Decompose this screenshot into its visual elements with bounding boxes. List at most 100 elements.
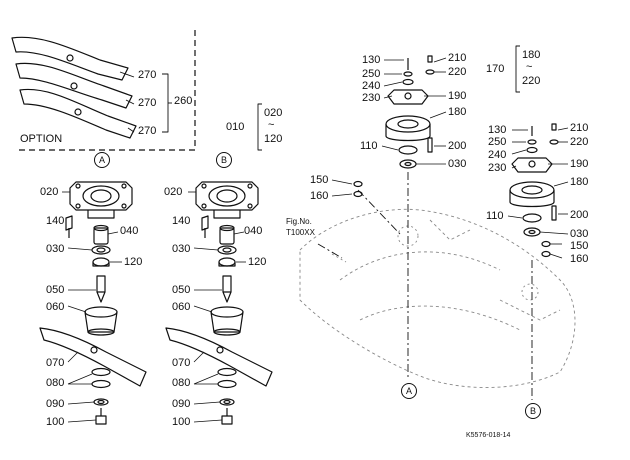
option-leaders — [119, 71, 172, 133]
upper-code-250: 250 — [362, 68, 381, 80]
option-blade-2 — [15, 62, 133, 109]
right-assembly-stack — [511, 123, 559, 173]
detail-a-bolt-140 — [65, 215, 73, 238]
right-code-200: 200 — [570, 209, 589, 221]
detail-b-cup-060 — [210, 306, 244, 336]
right-code-250: 250 — [488, 136, 507, 148]
range-010-from: 020 — [264, 107, 283, 119]
range-170-from: 180 — [522, 49, 541, 61]
option-set-code: 260 — [174, 95, 193, 107]
detail-a-code-120: 120 — [124, 256, 143, 268]
deck-nut-leaders — [331, 179, 353, 197]
detail-a-code-030: 030 — [46, 243, 65, 255]
upper-assembly-bearing-030 — [398, 145, 418, 169]
right-code-180: 180 — [570, 176, 589, 188]
option-blade-1 — [11, 36, 129, 81]
fig-no-label: Fig.No. — [286, 217, 312, 226]
detail-b-code-040: 040 — [244, 225, 263, 237]
detail-a-washer-090 — [93, 398, 109, 406]
detail-b-code-140: 140 — [172, 215, 191, 227]
range-brackets — [257, 45, 520, 151]
right-assembly-leaders — [507, 127, 569, 259]
right-code-030: 030 — [570, 228, 589, 240]
detail-b-washer-090 — [219, 398, 235, 406]
mower-deck-outline — [299, 208, 576, 388]
right-assembly-bolt-200 — [551, 205, 557, 221]
detail-a-bearing-030 — [91, 245, 111, 255]
deck-nuts-150-160 — [353, 180, 363, 198]
detail-b-bolt-100 — [221, 408, 233, 425]
detail-b-marker: B — [216, 152, 232, 168]
detail-b-code-070: 070 — [172, 357, 191, 369]
right-code-240: 240 — [488, 149, 507, 161]
range-170-code: 170 — [486, 63, 505, 75]
upper-code-240: 240 — [362, 80, 381, 92]
option-blade-code-1: 270 — [138, 69, 157, 81]
detail-a-blade-070 — [39, 327, 147, 387]
detail-a-cup-060 — [84, 306, 118, 336]
option-blade-code-2: 270 — [138, 97, 157, 109]
option-blade-code-3: 270 — [138, 125, 157, 137]
detail-a-code-020: 020 — [40, 186, 59, 198]
detail-b-code-080: 080 — [172, 377, 191, 389]
detail-a-code-050: 050 — [46, 284, 65, 296]
detail-b-spindle-050 — [222, 275, 232, 303]
right-code-160: 160 — [570, 253, 589, 265]
right-code-190: 190 — [570, 158, 589, 170]
detail-a-leaders — [62, 191, 122, 423]
detail-b-collar-040 — [219, 224, 235, 245]
detail-a-spindle-050 — [96, 275, 106, 303]
detail-b-leaders — [188, 191, 246, 423]
upper-code-110: 110 — [360, 140, 378, 152]
range-010-tilde: ~ — [268, 119, 275, 131]
upper-code-220: 220 — [448, 66, 467, 78]
detail-a-washers-080 — [91, 367, 111, 389]
detail-a-collar-040 — [93, 224, 109, 245]
deck-marker-b: B — [525, 403, 541, 419]
upper-code-210: 210 — [448, 52, 467, 64]
option-box — [18, 30, 196, 151]
range-170-to: 220 — [522, 75, 541, 87]
detail-a-code-070: 070 — [46, 357, 65, 369]
right-code-230: 230 — [488, 162, 507, 174]
range-170-tilde: ~ — [526, 61, 533, 73]
detail-a-code-080: 080 — [46, 377, 65, 389]
detail-b-washers-080 — [217, 367, 237, 389]
detail-b-code-100: 100 — [172, 416, 191, 428]
detail-b-code-120: 120 — [248, 256, 267, 268]
right-assembly-nut-150 — [541, 240, 551, 258]
detail-a-code-100: 100 — [46, 416, 65, 428]
deck-code-160: 160 — [310, 190, 329, 202]
detail-b-bearing-030 — [217, 245, 237, 255]
detail-b-code-060: 060 — [172, 301, 191, 313]
detail-a-code-090: 090 — [46, 398, 65, 410]
detail-a-gearbox — [69, 181, 133, 219]
detail-a-code-140: 140 — [46, 215, 65, 227]
detail-a-marker: A — [94, 152, 110, 168]
detail-a-nut-120 — [92, 257, 110, 267]
option-label: OPTION — [20, 133, 63, 145]
range-010-code: 010 — [226, 121, 245, 133]
upper-assembly-pulley-180 — [385, 115, 431, 142]
upper-code-200: 200 — [448, 140, 467, 152]
right-code-210: 210 — [570, 122, 589, 134]
detail-a-code-040: 040 — [120, 225, 139, 237]
right-code-150: 150 — [570, 240, 589, 252]
upper-assembly-leaders — [381, 57, 447, 165]
upper-code-130: 130 — [362, 54, 381, 66]
deck-marker-a: A — [401, 383, 417, 399]
upper-code-180: 180 — [448, 106, 467, 118]
right-code-220: 220 — [570, 136, 589, 148]
detail-b-blade-070 — [165, 327, 273, 387]
detail-b-code-020: 020 — [164, 186, 183, 198]
upper-assembly-stack — [387, 55, 435, 105]
upper-assembly-bolt-200 — [427, 137, 433, 153]
right-assembly-pulley-180 — [509, 181, 555, 208]
range-010-to: 120 — [264, 133, 283, 145]
detail-b-gearbox — [195, 181, 259, 219]
detail-b-code-030: 030 — [172, 243, 191, 255]
deck-code-150: 150 — [310, 174, 329, 186]
right-code-110: 110 — [486, 210, 504, 222]
